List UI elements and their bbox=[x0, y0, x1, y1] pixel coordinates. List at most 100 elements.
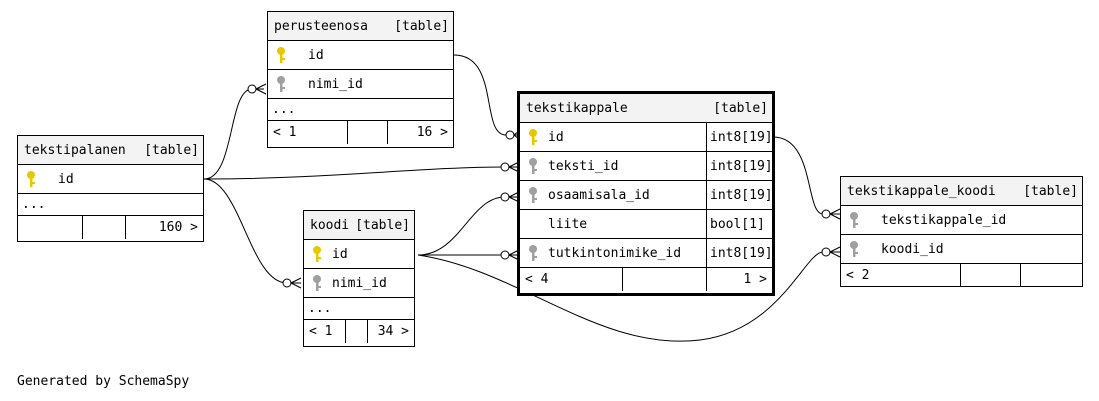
table-footer: < 1 16 > bbox=[268, 121, 453, 144]
table-header: tekstikappale_koodi [table] bbox=[841, 177, 1082, 206]
table-footer: < 2 bbox=[841, 264, 1082, 287]
column-row[interactable]: osaamisala_id int8[19] bbox=[520, 181, 773, 210]
optional-marker bbox=[821, 209, 831, 219]
column-name: id bbox=[308, 47, 324, 63]
table-kind: [table] bbox=[394, 18, 449, 34]
column-type: int8[19] bbox=[706, 152, 773, 180]
table-name: tekstikappale bbox=[526, 100, 628, 116]
child-count: 34 > bbox=[377, 324, 409, 339]
column-name: id bbox=[548, 129, 564, 145]
column-type: int8[19] bbox=[706, 123, 773, 151]
foreign-key-icon bbox=[277, 76, 285, 92]
table-perusteenosa[interactable]: perusteenosa [table] id nimi_id ... < 1 … bbox=[267, 11, 454, 148]
column-name: koodi_id bbox=[881, 241, 944, 257]
more-columns: ... bbox=[304, 298, 414, 320]
table-kind: [table] bbox=[1023, 183, 1078, 199]
edge-tekstikappale-teksti-to-tekstipalanen bbox=[203, 166, 518, 180]
edge-tekstikappale-koodi-to-tekstikappale bbox=[772, 136, 840, 215]
footer-spacer bbox=[83, 216, 126, 239]
more-columns: ... bbox=[18, 194, 203, 216]
footer-spacer bbox=[623, 268, 707, 291]
crowfoot-marker bbox=[290, 277, 302, 289]
column-row[interactable]: id bbox=[18, 165, 203, 194]
column-row[interactable]: tutkintonimike_id int8[19] bbox=[520, 239, 773, 268]
column-row[interactable]: nimi_id bbox=[304, 269, 414, 298]
column-name: id bbox=[58, 171, 74, 187]
table-tekstikappale[interactable]: tekstikappale [table] id int8[19] teksti… bbox=[517, 91, 775, 296]
foreign-key-icon bbox=[850, 241, 858, 257]
column-type: bool[1] bbox=[706, 210, 772, 238]
table-koodi[interactable]: koodi [table] id nimi_id ... < 1 34 > bbox=[303, 210, 415, 347]
crowfoot-marker bbox=[829, 208, 841, 220]
column-type: int8[19] bbox=[706, 181, 773, 209]
child-count: 160 > bbox=[158, 220, 198, 235]
table-footer: < 1 34 > bbox=[304, 320, 414, 343]
parent-count: < 1 bbox=[304, 320, 346, 343]
column-row[interactable]: koodi_id bbox=[841, 235, 1082, 264]
child-count: 1 > bbox=[743, 272, 767, 287]
foreign-key-icon bbox=[850, 212, 858, 228]
column-row[interactable]: teksti_id int8[19] bbox=[520, 152, 773, 181]
column-name: tekstikappale_id bbox=[881, 212, 1007, 228]
footer-spacer bbox=[346, 320, 368, 343]
column-row[interactable]: nimi_id bbox=[268, 70, 453, 99]
crowfoot-marker bbox=[829, 246, 841, 258]
edge-tekstikappale-osaamisala-to-koodi bbox=[417, 196, 518, 256]
column-name: tutkintonimike_id bbox=[548, 245, 682, 261]
optional-marker bbox=[500, 250, 510, 260]
footer-spacer bbox=[18, 216, 83, 239]
footer-spacer bbox=[1021, 264, 1082, 287]
column-name: teksti_id bbox=[548, 158, 619, 174]
table-kind: [table] bbox=[144, 142, 199, 158]
no-key-spacer bbox=[526, 215, 540, 233]
table-name: perusteenosa bbox=[274, 18, 368, 34]
edge-koodi-nimi-to-tekstipalanen bbox=[203, 178, 301, 284]
primary-key-icon bbox=[313, 246, 321, 262]
parent-count: < 4 bbox=[520, 268, 623, 291]
table-header: tekstikappale [table] bbox=[520, 94, 772, 123]
footer-spacer bbox=[348, 121, 388, 144]
child-count: 16 > bbox=[416, 125, 448, 140]
column-row[interactable]: tekstikappale_id bbox=[841, 206, 1082, 235]
column-row[interactable]: liite bool[1] bbox=[520, 210, 772, 239]
foreign-key-icon bbox=[313, 275, 321, 291]
table-header: koodi [table] bbox=[304, 211, 414, 240]
primary-key-icon bbox=[27, 171, 35, 187]
edge-perusteenosa-nimi-to-tekstipalanen bbox=[203, 88, 264, 180]
more-columns: ... bbox=[268, 99, 453, 121]
parent-count: < 2 bbox=[841, 264, 961, 287]
edge-tekstikappale-koodi-to-koodi bbox=[417, 251, 840, 342]
table-footer: 160 > bbox=[18, 216, 203, 239]
foreign-key-icon bbox=[529, 187, 537, 203]
column-type: int8[19] bbox=[706, 239, 773, 267]
optional-marker bbox=[282, 278, 292, 288]
primary-key-icon bbox=[277, 47, 285, 63]
optional-marker bbox=[500, 162, 510, 172]
footer-spacer bbox=[961, 264, 1021, 287]
table-kind: [table] bbox=[355, 217, 410, 233]
table-header: perusteenosa [table] bbox=[268, 12, 453, 41]
optional-marker bbox=[821, 247, 831, 257]
edge-tekstikappale-perusteenosa bbox=[453, 54, 518, 136]
optional-marker bbox=[247, 84, 257, 94]
primary-key-icon bbox=[529, 129, 537, 145]
foreign-key-icon bbox=[529, 158, 537, 174]
table-tekstikappale-koodi[interactable]: tekstikappale_koodi [table] tekstikappal… bbox=[840, 176, 1083, 287]
table-name: tekstikappale_koodi bbox=[847, 183, 996, 199]
table-footer: < 4 1 > bbox=[520, 268, 772, 291]
optional-marker bbox=[505, 130, 515, 140]
table-tekstipalanen[interactable]: tekstipalanen [table] id ... 160 > bbox=[17, 135, 204, 242]
column-row[interactable]: id bbox=[304, 240, 414, 269]
column-name: nimi_id bbox=[308, 76, 363, 92]
column-name: osaamisala_id bbox=[548, 187, 650, 203]
column-row[interactable]: id int8[19] bbox=[520, 123, 773, 152]
optional-marker bbox=[500, 192, 510, 202]
crowfoot-marker bbox=[255, 83, 267, 95]
column-name: nimi_id bbox=[332, 275, 387, 291]
parent-count: < 1 bbox=[268, 121, 348, 144]
column-row[interactable]: id bbox=[268, 41, 453, 70]
foreign-key-icon bbox=[529, 245, 537, 261]
column-name: liite bbox=[548, 216, 588, 232]
table-header: tekstipalanen [table] bbox=[18, 136, 203, 165]
